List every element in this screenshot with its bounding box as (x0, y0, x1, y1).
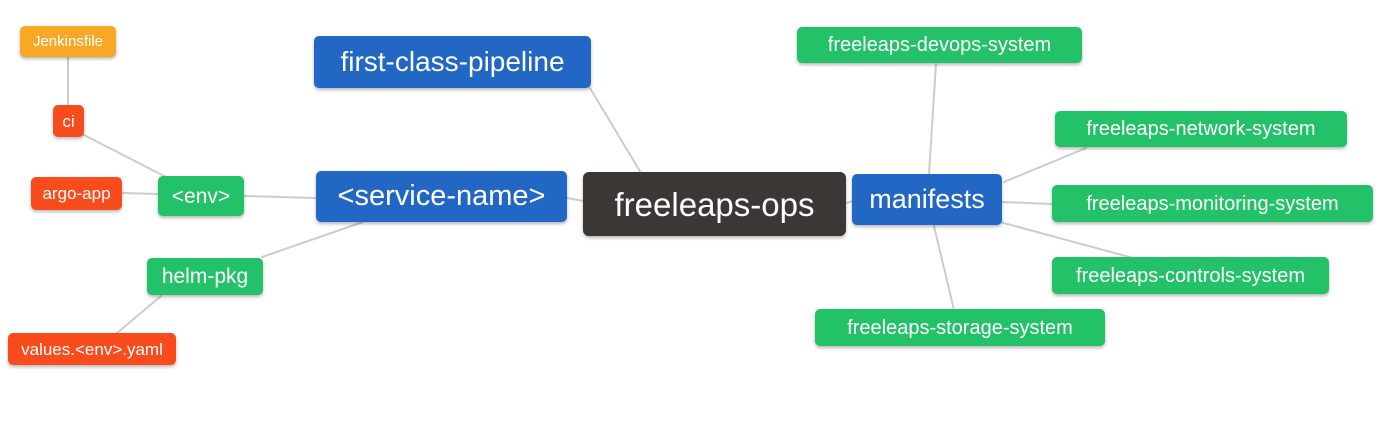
edge-env-service-name (243, 195, 317, 199)
node-manifests[interactable]: manifests (852, 174, 1002, 225)
edge-manifests-storage (933, 225, 955, 311)
edge-ops-manifests (845, 200, 854, 204)
node-argo-app[interactable]: argo-app (31, 177, 122, 210)
node-freeleaps-network-system[interactable]: freeleaps-network-system (1055, 111, 1347, 147)
edge-manifests-monitoring (1001, 201, 1053, 205)
node-freeleaps-controls-system[interactable]: freeleaps-controls-system (1052, 257, 1329, 294)
edge-pipeline-ops (589, 87, 642, 174)
node-freeleaps-ops-root[interactable]: freeleaps-ops (583, 172, 846, 236)
edge-ci-env (81, 133, 169, 179)
edge-manifests-devops (928, 63, 937, 175)
edge-argo-app-env (121, 192, 159, 195)
node-env[interactable]: <env> (158, 176, 244, 216)
node-first-class-pipeline[interactable]: first-class-pipeline (314, 36, 591, 88)
node-service-name[interactable]: <service-name> (316, 171, 567, 222)
edge-helm-pkg-service-name (261, 221, 364, 258)
edge-manifests-network (1003, 147, 1087, 183)
edge-manifests-controls (999, 221, 1134, 259)
edge-service-name-ops (566, 197, 585, 202)
node-jenkinsfile[interactable]: Jenkinsfile (20, 26, 116, 57)
node-freeleaps-devops-system[interactable]: freeleaps-devops-system (797, 27, 1082, 63)
node-ci[interactable]: ci (53, 105, 84, 137)
node-freeleaps-monitoring-system[interactable]: freeleaps-monitoring-system (1052, 185, 1373, 222)
node-freeleaps-storage-system[interactable]: freeleaps-storage-system (815, 309, 1105, 346)
node-helm-pkg[interactable]: helm-pkg (147, 258, 263, 295)
node-values-env-yaml[interactable]: values.<env>.yaml (8, 333, 176, 365)
edge-values-helm-pkg (116, 295, 162, 334)
